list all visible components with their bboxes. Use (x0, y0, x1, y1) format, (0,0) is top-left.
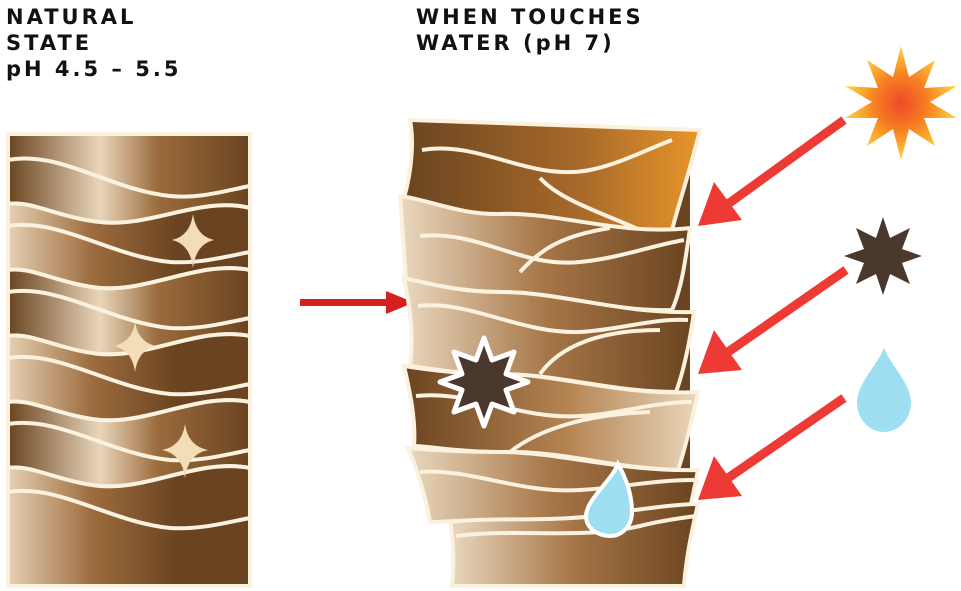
water-drop-icon (857, 348, 911, 432)
natural-cuticle-scale (8, 466, 250, 586)
pollution-arrow-icon (698, 270, 846, 374)
transition-arrow-icon (300, 291, 414, 314)
sun-arrow-icon (698, 120, 844, 226)
damage-star-icon (440, 338, 528, 426)
damage-star-icon (844, 217, 922, 295)
sun-icon (845, 46, 957, 160)
natural-hair-shaft (8, 134, 250, 586)
water-arrow-icon (698, 398, 844, 500)
damaged-hair-shaft (400, 120, 700, 586)
